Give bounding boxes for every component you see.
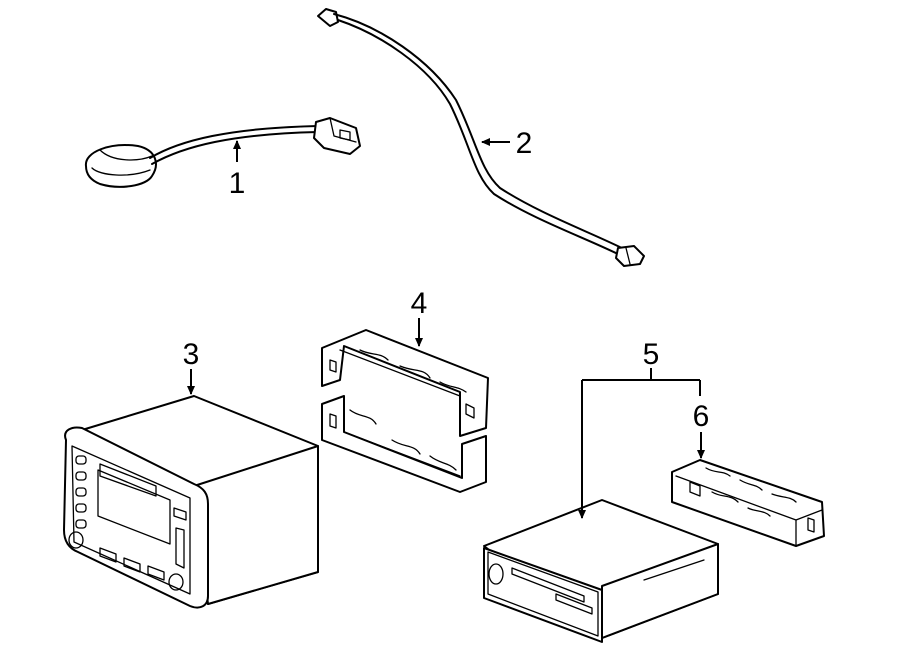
callout-5: 5 [643, 338, 660, 371]
part-3-navigation-unit [63, 395, 319, 609]
callout-1: 1 [229, 167, 246, 200]
callout-6: 6 [693, 400, 710, 433]
part-6-receiver-bracket [671, 459, 825, 547]
part-1-gps-antenna [84, 117, 361, 188]
callout-3: 3 [183, 338, 200, 371]
callout-2: 2 [516, 127, 533, 160]
part-4-mounting-bracket [321, 329, 489, 493]
callout-4: 4 [411, 287, 428, 320]
part-5-radio-receiver [483, 499, 719, 643]
part-2-antenna-cable [317, 8, 645, 267]
